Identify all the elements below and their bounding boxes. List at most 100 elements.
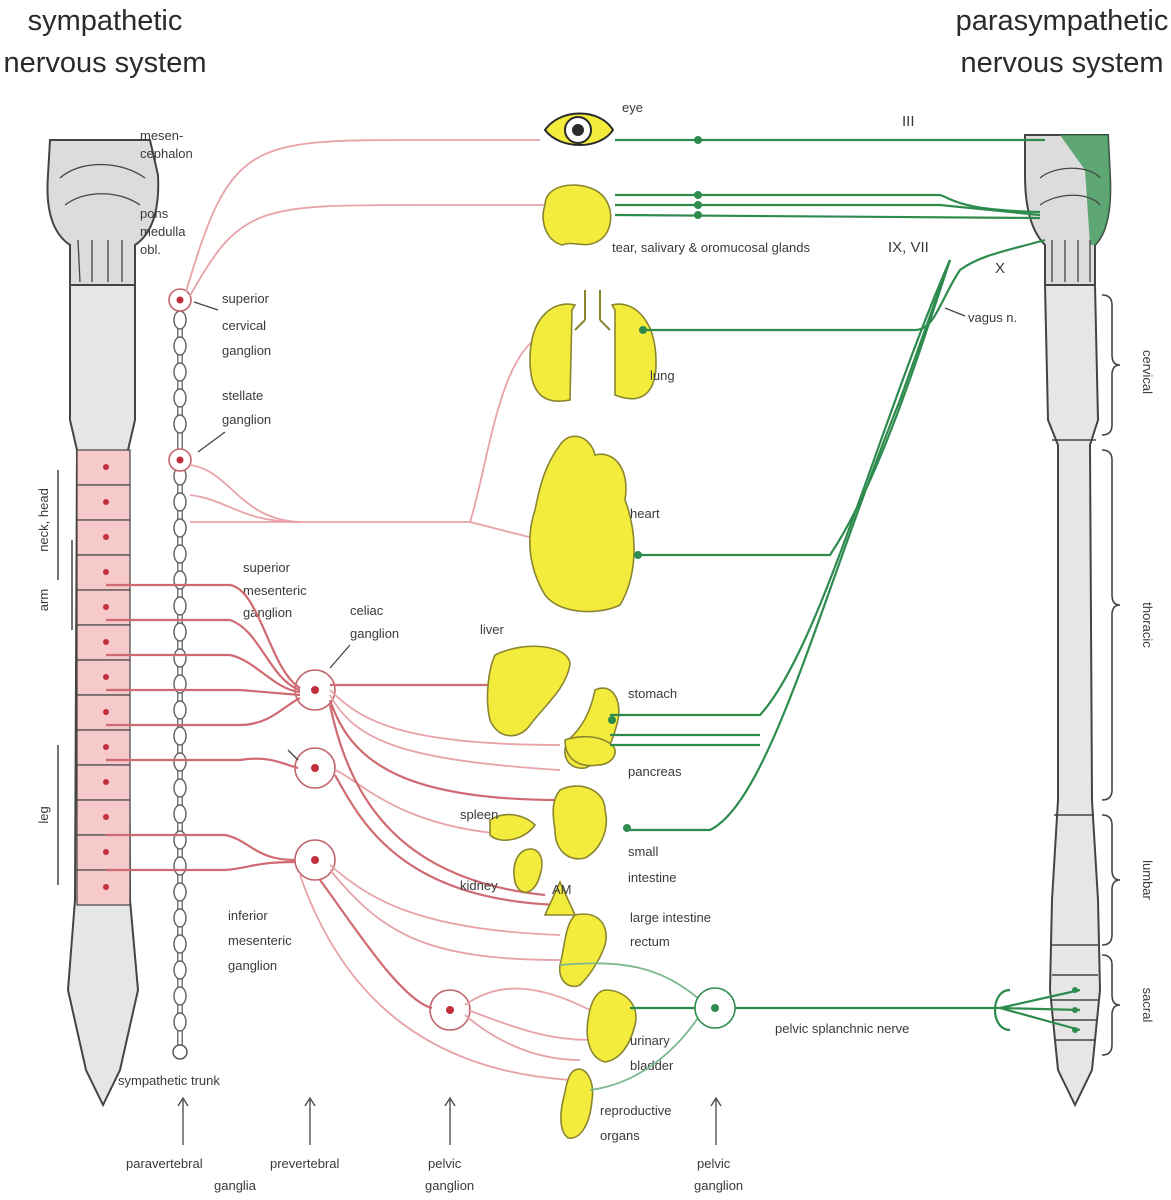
trunk-bead (173, 596, 187, 616)
label-stellate-1: stellate (222, 388, 263, 403)
trunk-bead (173, 934, 187, 954)
region-thoracic: thoracic (1140, 602, 1155, 648)
segment-neuron-dot (103, 884, 109, 890)
label-inferior-mesenteric-3: ganglion (228, 958, 277, 973)
trunk-bead (173, 544, 187, 564)
label-small-intestine-1: small (628, 844, 658, 859)
pancreas-organ (564, 735, 616, 767)
label-cranial-nerve-x: X (995, 260, 1005, 277)
label-mesencephalon-2: cephalon (140, 146, 193, 161)
label-superior-cervical-1: superior (222, 291, 270, 306)
sympathetic-trunk (168, 288, 192, 1060)
segment-neuron-dot (103, 464, 109, 470)
trunk-bead (173, 414, 187, 434)
label-prevertebral: prevertebral (270, 1156, 339, 1171)
trunk-bead (173, 1012, 187, 1032)
bottom-labels: paravertebral prevertebral ganglia pelvi… (126, 1096, 743, 1193)
segment-neuron-dot (103, 499, 109, 505)
spleen-organ (489, 813, 537, 841)
label-heart: heart (630, 506, 660, 521)
organs (486, 112, 657, 1139)
label-cranial-nerve-iii: III (902, 113, 915, 130)
large-intestine-organ (558, 913, 607, 987)
trunk-bead (173, 336, 187, 356)
adrenal-medulla-organ (543, 880, 577, 916)
label-ganglia: ganglia (214, 1178, 257, 1193)
label-cranial-nerves-ix-vii: IX, VII (888, 239, 929, 256)
trunk-bead (173, 362, 187, 382)
label-medulla: medulla (140, 224, 186, 239)
label-superior-mesenteric-3: ganglion (243, 605, 292, 620)
label-spleen: spleen (460, 807, 498, 822)
label-superior-mesenteric-2: mesenteric (243, 583, 307, 598)
label-reproductive-1: reproductive (600, 1103, 672, 1118)
trunk-bead (173, 492, 187, 512)
segment-neuron-dot (103, 744, 109, 750)
trunk-bead (173, 882, 187, 902)
segment-neuron-dot (103, 849, 109, 855)
title-sympathetic-line2: nervous system (3, 47, 206, 79)
label-liver: liver (480, 622, 505, 637)
left-region-markers: neck, head arm leg (36, 470, 73, 885)
right-cord (1043, 284, 1102, 1108)
glands-organ (542, 184, 612, 246)
sympathetic-pathways (106, 139, 601, 1081)
trunk-bead (173, 778, 187, 798)
trunk-bead (173, 830, 187, 850)
parasympathetic-ganglia (608, 136, 736, 1029)
label-obl: obl. (140, 242, 161, 257)
right-region-braces: cervical thoracic lumbar sacral (1101, 294, 1155, 1056)
label-lung: lung (650, 368, 675, 383)
trunk-bead (173, 388, 187, 408)
segment-neuron-dot (103, 639, 109, 645)
label-large-intestine-1: large intestine (630, 910, 711, 925)
region-cervical: cervical (1140, 350, 1155, 394)
label-stellate-2: ganglion (222, 412, 271, 427)
label-inferior-mesenteric-2: mesenteric (228, 933, 292, 948)
right-spinal-cord (1024, 134, 1112, 1108)
liver-organ (486, 645, 571, 737)
segment-neuron-dot (103, 604, 109, 610)
label-bladder-1: urinary (630, 1033, 670, 1048)
label-pancreas: pancreas (628, 764, 682, 779)
label-pelvic-ganglion-right-2: ganglion (694, 1178, 743, 1193)
title-parasympathetic-line2: nervous system (960, 47, 1163, 79)
trunk-bead (173, 674, 187, 694)
region-arm: arm (36, 589, 51, 611)
label-pelvic-ganglion-right-1: pelvic (697, 1156, 731, 1171)
region-neck-head: neck, head (36, 488, 51, 552)
label-kidney: kidney (460, 878, 498, 893)
trunk-bead (173, 700, 187, 720)
region-lumbar: lumbar (1140, 860, 1155, 900)
label-superior-cervical-3: ganglion (222, 343, 271, 358)
label-am: AM (552, 882, 572, 897)
trunk-bead (173, 570, 187, 590)
heart-organ (529, 435, 635, 613)
trunk-bead (173, 726, 187, 746)
lung-organ (529, 290, 657, 402)
label-celiac-2: ganglion (350, 626, 399, 641)
label-mesencephalon-1: mesen- (140, 128, 183, 143)
eye-organ (543, 112, 615, 146)
label-vagus-nerve: vagus n. (968, 310, 1017, 325)
label-superior-mesenteric-1: superior (243, 560, 291, 575)
trunk-bead (173, 960, 187, 980)
trunk-bead (173, 856, 187, 876)
label-pelvic-splanchnic-nerve: pelvic splanchnic nerve (775, 1021, 909, 1036)
segment-neuron-dot (103, 709, 109, 715)
segment-neuron-dot (103, 534, 109, 540)
trunk-bead (173, 310, 187, 330)
label-reproductive-2: organs (600, 1128, 640, 1143)
trunk-bead (173, 648, 187, 668)
trunk-bead (173, 986, 187, 1006)
small-intestine-organ (552, 785, 607, 860)
segment-neuron-dot (103, 814, 109, 820)
segment-neuron-dot (103, 779, 109, 785)
title-sympathetic-line1: sympathetic (28, 5, 183, 37)
region-sacral: sacral (1140, 988, 1155, 1023)
trunk-bead (173, 908, 187, 928)
label-pelvic-ganglion-left-1: pelvic (428, 1156, 462, 1171)
bladder-organ (586, 989, 637, 1063)
kidney-organ (513, 848, 543, 893)
